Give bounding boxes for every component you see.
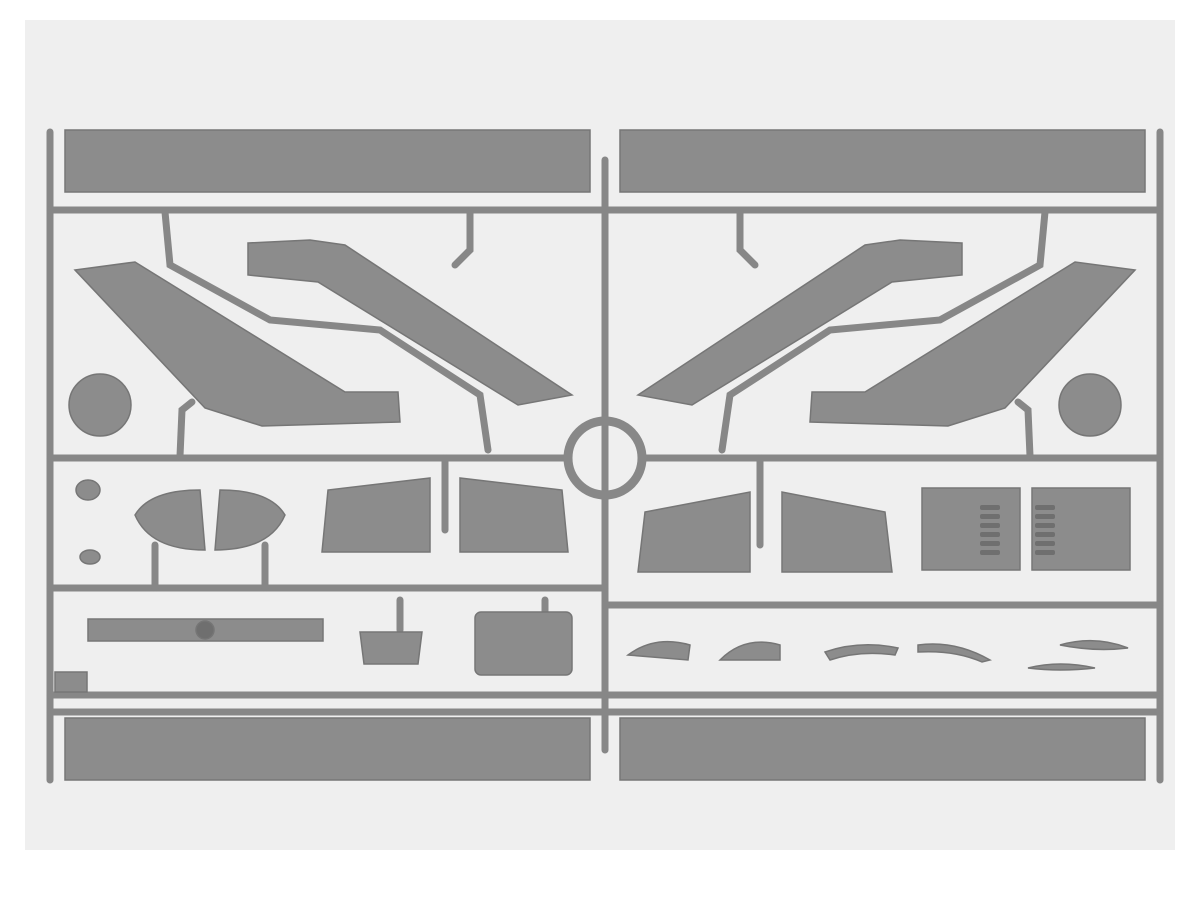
vent-slot <box>1035 541 1055 546</box>
round-part-right <box>1058 373 1122 437</box>
flap-left-a <box>321 477 431 553</box>
rotor-hub <box>195 620 215 640</box>
vent-slot <box>1035 514 1055 519</box>
flap-left-b <box>459 477 569 553</box>
vent-slot <box>980 505 1000 510</box>
round-part-left <box>68 373 132 437</box>
bucket-part <box>359 631 423 665</box>
box-part <box>474 611 573 676</box>
rib-2 <box>917 643 992 663</box>
panel-top-right <box>619 129 1146 193</box>
vent-slot <box>1035 532 1055 537</box>
wing-left-outer <box>73 261 401 427</box>
small-knob-left <box>75 479 101 501</box>
vent-slot <box>1035 550 1055 555</box>
sprue-parts <box>54 129 1146 781</box>
wing-right-outer <box>809 261 1137 427</box>
intake-panel-b <box>1031 487 1131 571</box>
airfoil-4 <box>1027 663 1096 671</box>
panel-top-left <box>64 129 591 193</box>
wing-right-inner <box>636 239 963 406</box>
airfoil-2 <box>718 641 781 661</box>
sprue-runners <box>46 128 1164 784</box>
airfoil-1 <box>625 640 691 661</box>
vent-slot <box>980 523 1000 528</box>
flap-right-b <box>781 491 893 573</box>
vent-slot <box>980 514 1000 519</box>
vent-slot <box>1035 523 1055 528</box>
intake-vents <box>980 505 1055 555</box>
cone-left-a <box>134 489 206 551</box>
rib-1 <box>823 644 900 661</box>
airfoil-3 <box>1059 639 1129 651</box>
vent-slot <box>980 541 1000 546</box>
vent-slot <box>980 550 1000 555</box>
flap-right-a <box>637 491 751 573</box>
tab-part <box>54 671 88 693</box>
small-knob-left-2 <box>79 549 101 565</box>
vent-slot <box>1035 505 1055 510</box>
panel-bottom-right <box>619 717 1146 781</box>
cone-left-b <box>214 489 286 551</box>
wing-left-inner <box>247 239 574 406</box>
panel-bottom-left <box>64 717 591 781</box>
center-ring <box>563 416 647 500</box>
intake-panel-a <box>921 487 1021 571</box>
vent-slot <box>980 532 1000 537</box>
